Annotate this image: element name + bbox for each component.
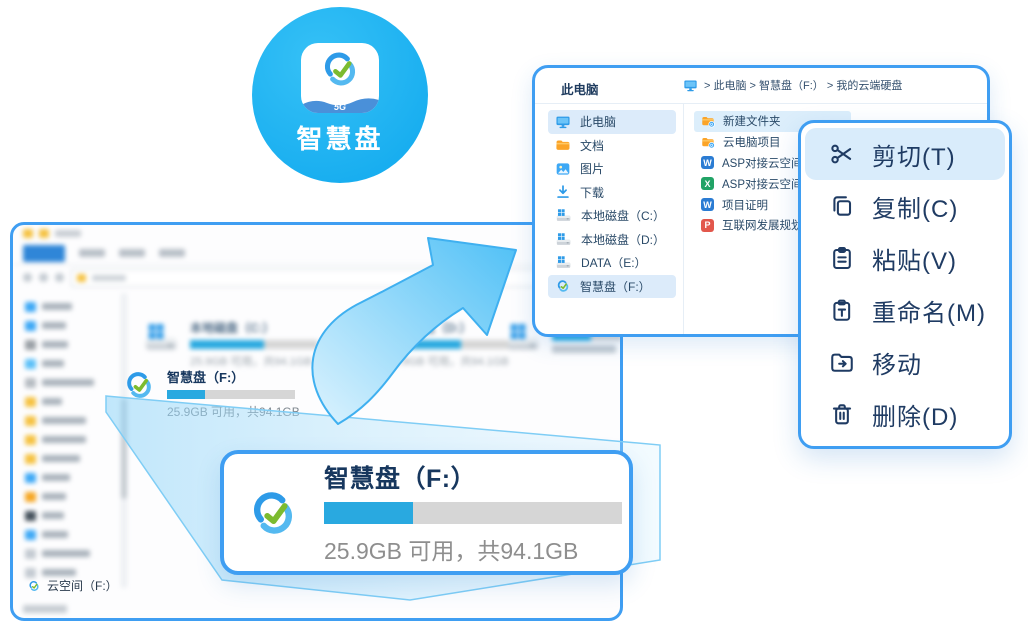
trash-icon	[829, 401, 855, 427]
sidebar-item-disk-e[interactable]: DATA（E:）	[548, 251, 676, 275]
sidebar-item-pictures[interactable]: 图片	[548, 157, 676, 181]
drive-usage-text: 25.9GB 可用，共94.1GB	[387, 356, 509, 368]
up-icon[interactable]	[55, 273, 64, 282]
status-bar-placeholder	[23, 605, 67, 613]
sidebar-item-smart-drive[interactable]: 智慧盘（F:）	[548, 274, 676, 298]
file-item-project-proof[interactable]: W 项目证明	[694, 194, 987, 215]
drive-name: 本地磁盘（D:）	[387, 321, 472, 335]
file-item-cloud-pc-project[interactable]: 云电脑项目	[694, 132, 987, 153]
callout-usage-bar	[324, 502, 622, 524]
folder-sync-icon	[701, 114, 715, 128]
copy-icon	[829, 193, 855, 219]
five-g-label: 5G	[333, 102, 346, 112]
disk-icon	[555, 207, 572, 224]
move-folder-icon	[829, 349, 855, 375]
callout-title: 智慧盘（F:）	[324, 465, 477, 493]
app-name: 智慧盘	[296, 124, 384, 154]
callout-usage-text: 25.9GB 可用，共94.1GB	[324, 538, 579, 564]
monitor-icon	[555, 114, 571, 130]
path-input[interactable]	[71, 268, 610, 287]
ribbon-tab[interactable]	[79, 249, 105, 257]
ribbon-bar	[13, 242, 620, 265]
panel-title: 此电脑	[561, 83, 599, 97]
forward-icon[interactable]	[39, 273, 48, 282]
app-icon: 5G	[301, 43, 379, 113]
scissors-icon	[829, 141, 855, 167]
sidebar-item-disk-d[interactable]: 本地磁盘（D:）	[548, 228, 676, 252]
picture-icon	[555, 161, 571, 177]
wave-band	[301, 98, 379, 113]
sidebar-item-cloud-space[interactable]: 云空间（F:）	[27, 577, 118, 594]
menu-item-cut[interactable]: 剪切(T)	[805, 128, 1005, 180]
cloud-logo-icon	[317, 46, 363, 92]
menu-item-copy[interactable]: 复制(C)	[805, 180, 1005, 232]
drive-usage-placeholder	[552, 345, 616, 353]
window-titlebar	[13, 225, 620, 242]
disk-icon	[141, 319, 181, 357]
file-item-internet-plan[interactable]: P 互联网发展规划	[694, 215, 987, 236]
app-badge: 5G 智慧盘	[252, 7, 428, 183]
menu-item-move[interactable]: 移动	[805, 336, 1005, 388]
word-doc-icon: W	[701, 198, 714, 212]
folder-icon	[39, 229, 49, 238]
smart-drive-name: 智慧盘（F:）	[167, 370, 245, 385]
sidebar-scrollbar[interactable]	[121, 293, 127, 588]
nav-sidebar-blurred	[13, 291, 119, 594]
sidebar-item-downloads[interactable]: 下载	[548, 181, 676, 205]
cloud-space-label: 云空间（F:）	[47, 579, 118, 593]
cloud-drive-icon	[27, 579, 41, 593]
folder-icon	[77, 273, 86, 282]
sidebar-item-this-pc[interactable]: 此电脑	[548, 110, 676, 134]
smart-drive-card[interactable]: 智慧盘（F:） 25.9GB 可用，共94.1GB	[121, 367, 300, 420]
sidebar-item-documents[interactable]: 文档	[548, 134, 676, 158]
disk-icon	[338, 319, 378, 357]
rename-icon	[829, 297, 855, 323]
drive-name: 本地磁盘（C:）	[190, 321, 275, 335]
address-bar	[13, 265, 620, 290]
panel-header: 此电脑 > 此电脑 > 智慧盘（F:） > 我的云端硬盘	[535, 68, 987, 104]
ribbon-file-tab[interactable]	[23, 244, 65, 262]
pdf-doc-icon: P	[701, 218, 714, 232]
panel-sidebar: 此电脑 文档 图片 下载 本地磁盘（C:）	[535, 104, 684, 334]
context-menu: 剪切(T) 复制(C) 粘贴(V) 重命名(M) 移动 删除(D)	[798, 120, 1012, 449]
disk-icon	[555, 254, 572, 271]
drive-usage-bar	[387, 340, 515, 349]
word-doc-icon: W	[701, 156, 714, 170]
drive-usage-text: 25.9GB 可用，共94.1GB	[190, 356, 312, 368]
download-icon	[555, 184, 571, 200]
menu-item-delete[interactable]: 删除(D)	[805, 388, 1005, 440]
monitor-icon	[683, 78, 698, 93]
menu-item-rename[interactable]: 重命名(M)	[805, 284, 1005, 336]
drive-callout-card: 智慧盘（F:） 25.9GB 可用，共94.1GB	[220, 450, 633, 575]
folder-icon	[23, 229, 33, 238]
sidebar-item-disk-c[interactable]: 本地磁盘（C:）	[548, 204, 676, 228]
excel-doc-icon: X	[701, 177, 714, 191]
breadcrumb[interactable]: > 此电脑 > 智慧盘（F:） > 我的云端硬盘	[683, 77, 902, 93]
ribbon-tab[interactable]	[119, 249, 145, 257]
cloud-drive-icon	[555, 278, 571, 294]
drive-card-c[interactable]: 本地磁盘（C:） 25.9GB 可用，共94.1GB	[141, 319, 318, 369]
smart-drive-usage-bar	[167, 390, 295, 399]
ribbon-tab[interactable]	[159, 249, 185, 257]
cloud-drive-icon	[121, 367, 157, 403]
drive-usage-bar	[190, 340, 318, 349]
back-icon[interactable]	[23, 273, 32, 282]
drive-card-d[interactable]: 本地磁盘（D:） 25.9GB 可用，共94.1GB	[338, 319, 515, 369]
paste-icon	[829, 245, 855, 271]
title-text-placeholder	[55, 230, 81, 237]
disk-icon	[555, 231, 572, 248]
cloud-logo-icon	[244, 484, 302, 542]
smart-drive-usage-text: 25.9GB 可用，共94.1GB	[167, 405, 300, 419]
folder-icon	[555, 137, 571, 153]
folder-sync-icon	[701, 135, 715, 149]
path-text-placeholder	[92, 274, 126, 281]
breadcrumb-text: > 此电脑 > 智慧盘（F:） > 我的云端硬盘	[704, 80, 903, 92]
menu-item-paste[interactable]: 粘贴(V)	[805, 232, 1005, 284]
